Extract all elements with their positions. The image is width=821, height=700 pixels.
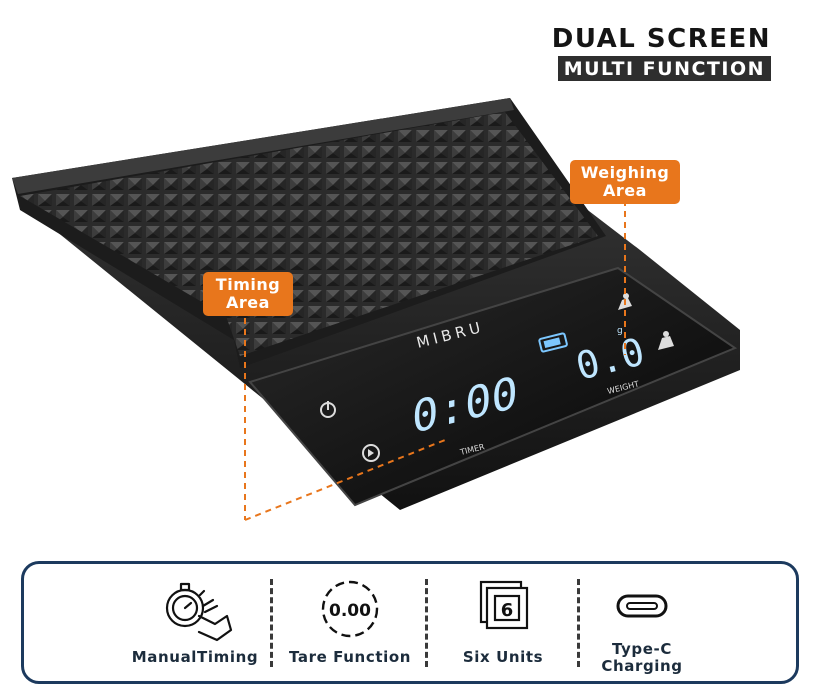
tray-texture <box>20 112 598 356</box>
feature-six-units: 6 Six Units <box>430 564 576 681</box>
callout-timing-area: Timing Area <box>203 272 293 316</box>
callout-timing-line1: Timing <box>215 275 281 294</box>
units-count-text: 6 <box>501 600 514 621</box>
tray-edge <box>12 98 514 194</box>
headline-sub: MULTI FUNCTION <box>557 56 771 81</box>
unit-weight-icon[interactable] <box>658 331 674 350</box>
callout-lines <box>244 200 626 521</box>
callout-weighing-line2: Area <box>603 181 647 200</box>
feature-tare-function: 0.00 Tare Function <box>276 564 424 681</box>
callout-timing-line2: Area <box>226 293 270 312</box>
headline: DUAL SCREEN MULTI FUNCTION <box>552 24 771 81</box>
callout-weighing-area: Weighing Area <box>570 160 680 204</box>
feature-label-six-units: Six Units <box>462 648 544 666</box>
feature-label-tare-function: Tare Function <box>288 648 412 666</box>
feature-label-type-c-charging: Type-C Charging <box>582 641 702 675</box>
feature-bar: ManualTiming 0.00 Tare Function 6 Six Un… <box>21 561 799 684</box>
stacked-units-icon: 6 <box>479 580 529 630</box>
usb-c-icon <box>616 594 668 618</box>
headline-main: DUAL SCREEN <box>551 24 771 54</box>
feature-type-c-charging: Type-C Charging <box>582 564 702 681</box>
scale-illustration: MIBRU 0:00 TIMER 0.0 g WEIGHT <box>12 98 740 521</box>
callout-weighing-line1: Weighing <box>580 163 670 182</box>
feature-divider <box>270 579 273 667</box>
battery-icon <box>538 332 568 353</box>
play-pause-icon[interactable] <box>362 444 380 462</box>
feature-label-type-c-line2: Charging <box>601 657 683 675</box>
weight-unit: g <box>617 326 623 336</box>
power-icon[interactable] <box>320 401 336 418</box>
feature-label-manual-timing: ManualTiming <box>131 648 259 666</box>
feature-label-type-c-line1: Type-C <box>612 640 672 658</box>
tare-dial-icon: 0.00 <box>321 580 379 638</box>
feature-manual-timing: ManualTiming <box>120 564 270 681</box>
feature-divider <box>425 579 428 667</box>
tare-dial-text: 0.00 <box>329 601 371 621</box>
feature-divider <box>577 579 580 667</box>
stopwatch-hand-icon <box>165 582 233 642</box>
